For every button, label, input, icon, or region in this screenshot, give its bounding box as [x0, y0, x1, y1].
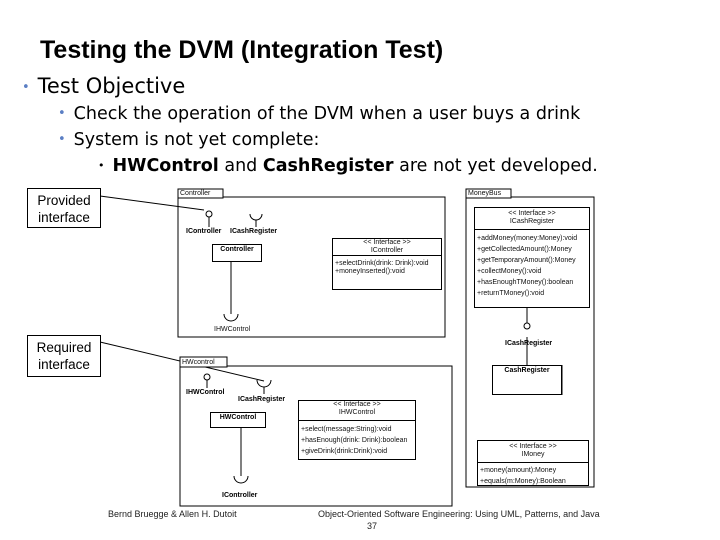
bullet-not-developed: • HWControl and CashRegister are not yet … — [98, 156, 598, 176]
controller-package-tab — [177, 188, 224, 199]
stereotype: << Interface >> — [509, 443, 557, 450]
and-text: and — [218, 156, 263, 176]
bullet-text: Test Objective — [37, 74, 186, 98]
ihwcontrol-port-label: IHWControl — [214, 326, 251, 333]
rest-text: are not yet developed. — [393, 156, 598, 176]
moneybus-package-tab — [465, 188, 512, 199]
ihwcontrol-port-label2: IHWControl — [186, 389, 225, 396]
bullet-check: • Check the operation of the DVM when a u… — [58, 104, 580, 124]
bullet-dot-icon: • — [22, 80, 30, 95]
hwcontrol-package-tab — [179, 356, 228, 368]
bullet-text: System is not yet complete: — [73, 130, 320, 150]
interface-name: IController — [333, 247, 441, 256]
hwcontrol-package-frame — [179, 365, 453, 507]
icashregister-port-label2: ICashRegister — [505, 340, 553, 347]
ihwcontrol-interface-box: << Interface >> IHWControl +select(messa… — [298, 400, 416, 460]
stereotype: << Interface >> — [333, 401, 381, 408]
provided-pointer-line — [99, 195, 205, 211]
bullet-dot-icon: • — [58, 132, 66, 147]
footer-page-number: 37 — [367, 521, 378, 531]
hwcontrol-package-label: HWcontrol — [182, 359, 215, 366]
footer-authors: Bernd Bruegge & Allen H. Dutoit — [108, 509, 237, 519]
imoney-interface-box: << Interface >> IMoney +money(amount):Mo… — [477, 440, 589, 486]
icontroller-interface-box: << Interface >> IController +selectDrink… — [332, 238, 442, 290]
operation: +getTemporaryAmount():Money — [477, 257, 576, 264]
cashregister-class-name: CashRegister — [504, 367, 550, 374]
operation: +returnTMoney():void — [477, 290, 545, 297]
callout-line: Required — [36, 340, 92, 355]
controller-package-frame — [177, 196, 446, 338]
icashregister-port-label: ICashRegister — [230, 228, 278, 235]
hwcontrol-class-box: HWControl — [210, 412, 266, 428]
operation: +moneyInserted():void — [335, 268, 405, 275]
callout-line: interface — [38, 357, 90, 372]
icashregister-port-label3: ICashRegister — [238, 396, 286, 403]
moneybus-package-frame — [465, 196, 595, 488]
bullet-text: Check the operation of the DVM when a us… — [73, 104, 581, 124]
interface-name: IHWControl — [299, 409, 415, 421]
callout-line: Provided — [37, 193, 91, 208]
operation: +hasEnoughTMoney():boolean — [477, 279, 574, 286]
controller-class-box: Controller — [212, 244, 262, 262]
operation: +selectDrink(drink: Drink):void — [335, 260, 429, 267]
stereotype: << Interface >> — [363, 239, 411, 246]
bullet-test-objective: • Test Objective — [22, 74, 185, 98]
callout-line: interface — [38, 210, 90, 225]
bullet-dot-icon: • — [98, 159, 105, 172]
operation: +money(amount):Money — [480, 467, 557, 474]
ihw-socket-icon — [223, 313, 239, 322]
operation: +select(message:String):void — [301, 426, 392, 433]
operation: +getCollectedAmount():Money — [477, 246, 572, 253]
hwcontrol-class-name: HWControl — [219, 414, 257, 421]
operation: +hasEnough(drink: Drink):boolean — [301, 437, 408, 444]
operation: +collectMoney():void — [477, 268, 542, 275]
slide-title: Testing the DVM (Integration Test) — [40, 36, 444, 64]
interface-name: IMoney — [478, 451, 588, 463]
bullet-dot-icon: • — [58, 106, 66, 121]
provided-lollipop-icon — [205, 210, 213, 218]
icashreg-lollipop-icon — [523, 322, 531, 330]
required-socket-icon — [249, 213, 263, 221]
operation: +equals(m:Money):Boolean — [480, 478, 566, 485]
icontroller-port-label2: IController — [222, 492, 258, 499]
stereotype: << Interface >> — [508, 210, 556, 217]
controller-class-name: Controller — [220, 246, 254, 253]
operation: +giveDrink(drink:Drink):void — [301, 448, 388, 455]
ihw-lollipop-icon — [203, 373, 211, 381]
bullet-system: • System is not yet complete: — [58, 130, 319, 150]
icontroller-socket-icon — [233, 475, 249, 484]
footer-book-title: Object-Oriented Software Engineering: Us… — [318, 509, 600, 519]
controller-package-label: Controller — [180, 190, 211, 197]
icontroller-port-label: IController — [186, 228, 222, 235]
cashregister-class-box: CashRegister — [492, 365, 562, 395]
operation: +addMoney(money:Money):void — [477, 235, 578, 242]
icashregister-interface-box: << Interface >> ICashRegister +addMoney(… — [474, 207, 590, 308]
moneybus-package-label: MoneyBus — [468, 190, 502, 197]
provided-interface-callout: Provided interface — [27, 188, 101, 228]
required-interface-callout: Required interface — [27, 335, 101, 377]
cashregister-bold: CashRegister — [262, 156, 394, 176]
interface-name: ICashRegister — [475, 218, 589, 230]
icashreg-socket-icon — [256, 379, 272, 388]
hwcontrol-bold: HWControl — [112, 156, 219, 176]
